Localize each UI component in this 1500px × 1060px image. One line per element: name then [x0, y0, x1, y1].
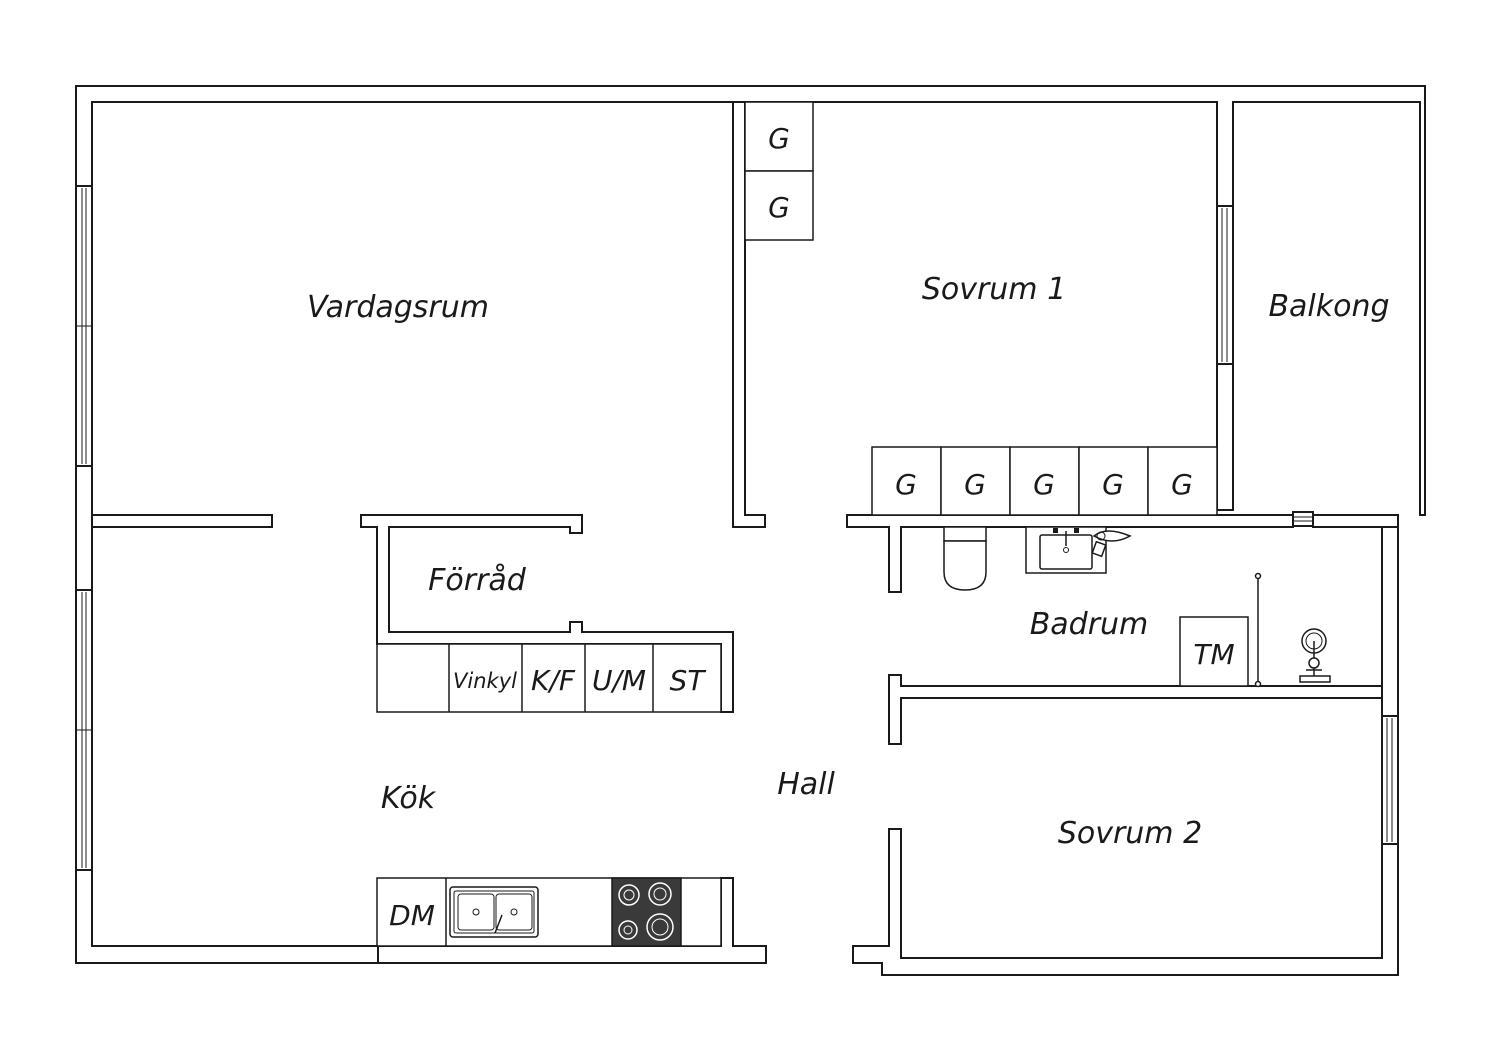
- dishwasher-label: DM: [389, 899, 435, 932]
- wardrobe-label: G: [1102, 468, 1124, 501]
- balcony-door: [1292, 511, 1314, 527]
- room-label-balcony: Balkong: [1268, 289, 1389, 324]
- oven-microwave-label: U/M: [592, 664, 646, 697]
- shower-rail-icon: [1254, 572, 1262, 688]
- kitchen-counter-upper: Vinkyl K/F U/M ST: [376, 643, 722, 713]
- shower-mixer-icon: [1091, 530, 1132, 558]
- walls: [75, 85, 1426, 976]
- wardrobe-label: G: [964, 468, 986, 501]
- room-label-kitchen: Kök: [381, 781, 437, 816]
- room-label-living-room: Vardagsrum: [307, 290, 489, 325]
- wardrobes-top: G G: [744, 101, 814, 241]
- wall-bottom-bedroom2: [852, 526, 1399, 976]
- counter-upper: [376, 643, 722, 713]
- window-bedroom1: [1216, 205, 1234, 365]
- wardrobe-2: [744, 170, 814, 241]
- wardrobe-6: [1078, 446, 1149, 516]
- room-labels: Vardagsrum Sovrum 1 Balkong Förråd Badru…: [307, 272, 1390, 851]
- wardrobe-4: [940, 446, 1011, 516]
- dryer-label: TM: [1193, 638, 1234, 671]
- wall-left: [75, 185, 273, 591]
- wine-cooler-label: Vinkyl: [453, 669, 517, 693]
- room-label-hall: Hall: [777, 767, 835, 802]
- bathroom-fixtures: TM: [943, 526, 1331, 688]
- room-label-bedroom-1: Sovrum 1: [922, 272, 1066, 307]
- dryer: [1179, 616, 1249, 687]
- shower-icon: [1299, 628, 1331, 683]
- wardrobe-label: G: [1033, 468, 1055, 501]
- wall-bathroom-bedroom2: [888, 674, 1383, 745]
- wardrobe-label: G: [895, 468, 917, 501]
- washbasin-icon: [1025, 526, 1107, 574]
- window-bedroom2: [1381, 715, 1399, 845]
- stove-icon: [611, 877, 682, 947]
- room-label-bedroom-2: Sovrum 2: [1058, 816, 1202, 851]
- wardrobe-label: G: [1171, 468, 1193, 501]
- wall-top: [75, 85, 1426, 516]
- wardrobe-label: G: [768, 122, 790, 155]
- wardrobe-5: [1009, 446, 1080, 516]
- washer-label: ST: [670, 664, 707, 697]
- wall-left-lower: [75, 869, 379, 964]
- kitchen-sink-icon: [449, 886, 539, 938]
- wardrobe-1: [744, 101, 814, 172]
- room-label-bathroom: Badrum: [1030, 607, 1149, 642]
- wardrobe-3: [871, 446, 942, 516]
- wardrobes-row: G G G G G: [871, 446, 1218, 516]
- wardrobe-label: G: [768, 191, 790, 224]
- room-label-storage: Förråd: [428, 563, 527, 598]
- kitchen-counter-lower: DM: [376, 877, 722, 947]
- wardrobe-7: [1147, 446, 1218, 516]
- toilet-icon: [943, 526, 987, 591]
- fridge-freezer-label: K/F: [531, 664, 576, 697]
